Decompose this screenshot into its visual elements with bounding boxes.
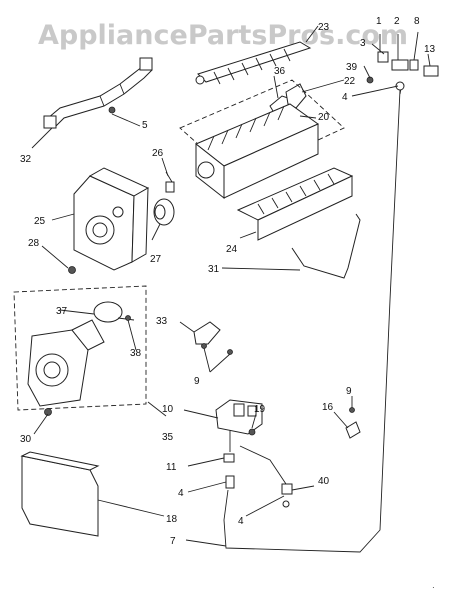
callout-18: 18: [166, 514, 178, 525]
callout-30: 30: [20, 434, 32, 445]
callout-26: 26: [152, 148, 164, 159]
callout-9-left: 9: [194, 376, 200, 387]
callout-4-top: 4: [342, 92, 348, 103]
callout-16: 16: [322, 402, 334, 413]
callout-39: 39: [346, 62, 358, 73]
tube-connector-part: [366, 51, 439, 91]
callout-3: 3: [360, 38, 366, 49]
callout-4-lower: 4: [178, 488, 184, 499]
motor-assembly-dashed-outline: [13, 285, 147, 411]
callout-37: 37: [56, 306, 68, 317]
callout-32: 32: [20, 154, 32, 165]
callout-40: 40: [318, 476, 330, 487]
callout-28: 28: [28, 238, 40, 249]
ejector-blade-part: [195, 41, 312, 85]
callout-11: 11: [166, 462, 177, 473]
wire-clip-part: [125, 315, 131, 321]
water-tube-part: [223, 89, 401, 553]
tube-fitting-lower-part: [225, 475, 235, 489]
control-module-part: [73, 167, 150, 271]
wire-harness-part: [43, 57, 153, 129]
screw-part: [68, 266, 76, 274]
water-valve-part: [215, 399, 263, 452]
callout-2: 2: [394, 16, 400, 27]
callout-20: 20: [318, 112, 330, 123]
feeler-arm-part: [291, 213, 361, 279]
clamp-part: [345, 407, 361, 439]
callout-9-right: 9: [346, 386, 352, 397]
fitting-40-part: [281, 483, 293, 508]
callout-22: 22: [344, 76, 356, 87]
callout-13: 13: [424, 44, 436, 55]
callout-25: 25: [34, 216, 46, 227]
callout-38: 38: [130, 348, 142, 359]
callout-19: 19: [254, 404, 266, 415]
callout-33: 33: [156, 316, 168, 327]
motor-assembly-part: [27, 319, 105, 407]
grommet-part: [223, 453, 235, 463]
heater-part: [236, 167, 354, 241]
screw-30-part: [44, 408, 52, 416]
callout-8: 8: [414, 16, 420, 27]
callout-5: 5: [142, 120, 148, 131]
leader-lines: [31, 25, 431, 547]
callout-27: 27: [150, 254, 162, 265]
callout-36: 36: [274, 66, 286, 77]
motor-part: [153, 198, 175, 226]
callout-labels: 1 2 3 4 4 4 5 7 8 9 9 10 11 13 16 18 19 …: [20, 16, 436, 547]
thermostat-part: [93, 301, 135, 323]
callout-10: 10: [162, 404, 174, 415]
corner-mark: ·: [432, 583, 435, 592]
callout-35: 35: [162, 432, 174, 443]
callout-31: 31: [208, 264, 220, 275]
screw-19-part: [248, 428, 256, 436]
insulation-block-part: [20, 451, 100, 537]
callout-4-right: 4: [238, 516, 244, 527]
bracket-33-part: [193, 321, 233, 355]
callout-23: 23: [318, 22, 330, 33]
ice-mould-part: [195, 103, 320, 200]
callout-7: 7: [170, 536, 176, 547]
callout-24: 24: [226, 244, 238, 255]
callout-1: 1: [376, 16, 382, 27]
watermark-text: AppliancePartsPros.com: [38, 20, 408, 51]
